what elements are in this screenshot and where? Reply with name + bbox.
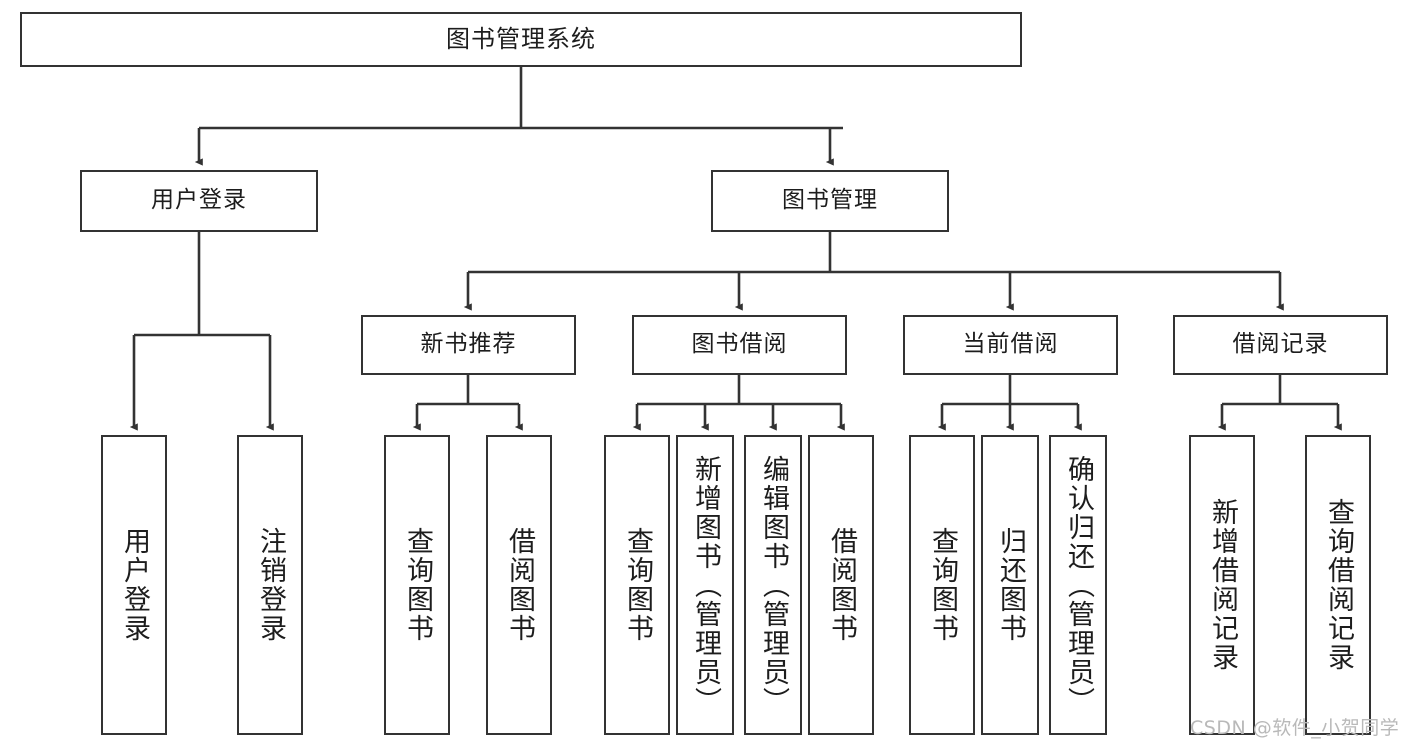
node-label: 用户登录 — [118, 527, 150, 643]
node-label: 图书借阅 — [691, 331, 788, 358]
node-label: 查询图书 — [926, 527, 958, 643]
node-label: 新增借阅记录 — [1206, 498, 1238, 672]
node-label: 查询图书 — [621, 527, 653, 643]
node-current-borrow[interactable]: 当前借阅 — [903, 315, 1118, 375]
node-leaf-user-login[interactable]: 用户登录 — [101, 435, 167, 735]
watermark-text: CSDN @软件_小贺同学 — [1190, 717, 1400, 739]
node-borrow-record[interactable]: 借阅记录 — [1173, 315, 1388, 375]
node-label: 图书管理 — [782, 187, 878, 214]
node-label: 编辑图书（管理员） — [757, 454, 789, 716]
node-leaf-add-book[interactable]: 新增图书（管理员） — [676, 435, 734, 735]
node-label: 归还图书 — [994, 527, 1026, 643]
node-leaf-query-book-1[interactable]: 查询图书 — [384, 435, 450, 735]
node-label: 图书管理系统 — [446, 25, 596, 54]
node-leaf-return-book[interactable]: 归还图书 — [981, 435, 1039, 735]
node-root-system[interactable]: 图书管理系统 — [20, 12, 1022, 67]
node-leaf-add-record[interactable]: 新增借阅记录 — [1189, 435, 1255, 735]
node-leaf-query-record[interactable]: 查询借阅记录 — [1305, 435, 1371, 735]
node-label: 新增图书（管理员） — [689, 454, 721, 716]
node-label: 借阅图书 — [825, 527, 857, 643]
node-label: 当前借阅 — [962, 331, 1059, 358]
node-label: 借阅记录 — [1232, 331, 1329, 358]
node-leaf-query-book-2[interactable]: 查询图书 — [604, 435, 670, 735]
node-label: 查询图书 — [401, 527, 433, 643]
node-label: 注销登录 — [254, 527, 286, 643]
node-label: 借阅图书 — [503, 527, 535, 643]
node-leaf-logout-login[interactable]: 注销登录 — [237, 435, 303, 735]
node-leaf-edit-book[interactable]: 编辑图书（管理员） — [744, 435, 802, 735]
node-user-login[interactable]: 用户登录 — [80, 170, 318, 232]
node-label: 用户登录 — [151, 187, 247, 214]
node-label: 新书推荐 — [420, 331, 517, 358]
node-new-book-recommend[interactable]: 新书推荐 — [361, 315, 576, 375]
node-book-manage[interactable]: 图书管理 — [711, 170, 949, 232]
node-label: 确认归还（管理员） — [1062, 454, 1094, 716]
node-leaf-borrow-book-1[interactable]: 借阅图书 — [486, 435, 552, 735]
node-leaf-query-book-3[interactable]: 查询图书 — [909, 435, 975, 735]
node-leaf-confirm-return[interactable]: 确认归还（管理员） — [1049, 435, 1107, 735]
node-book-borrow[interactable]: 图书借阅 — [632, 315, 847, 375]
node-leaf-borrow-book-2[interactable]: 借阅图书 — [808, 435, 874, 735]
node-label: 查询借阅记录 — [1322, 498, 1354, 672]
